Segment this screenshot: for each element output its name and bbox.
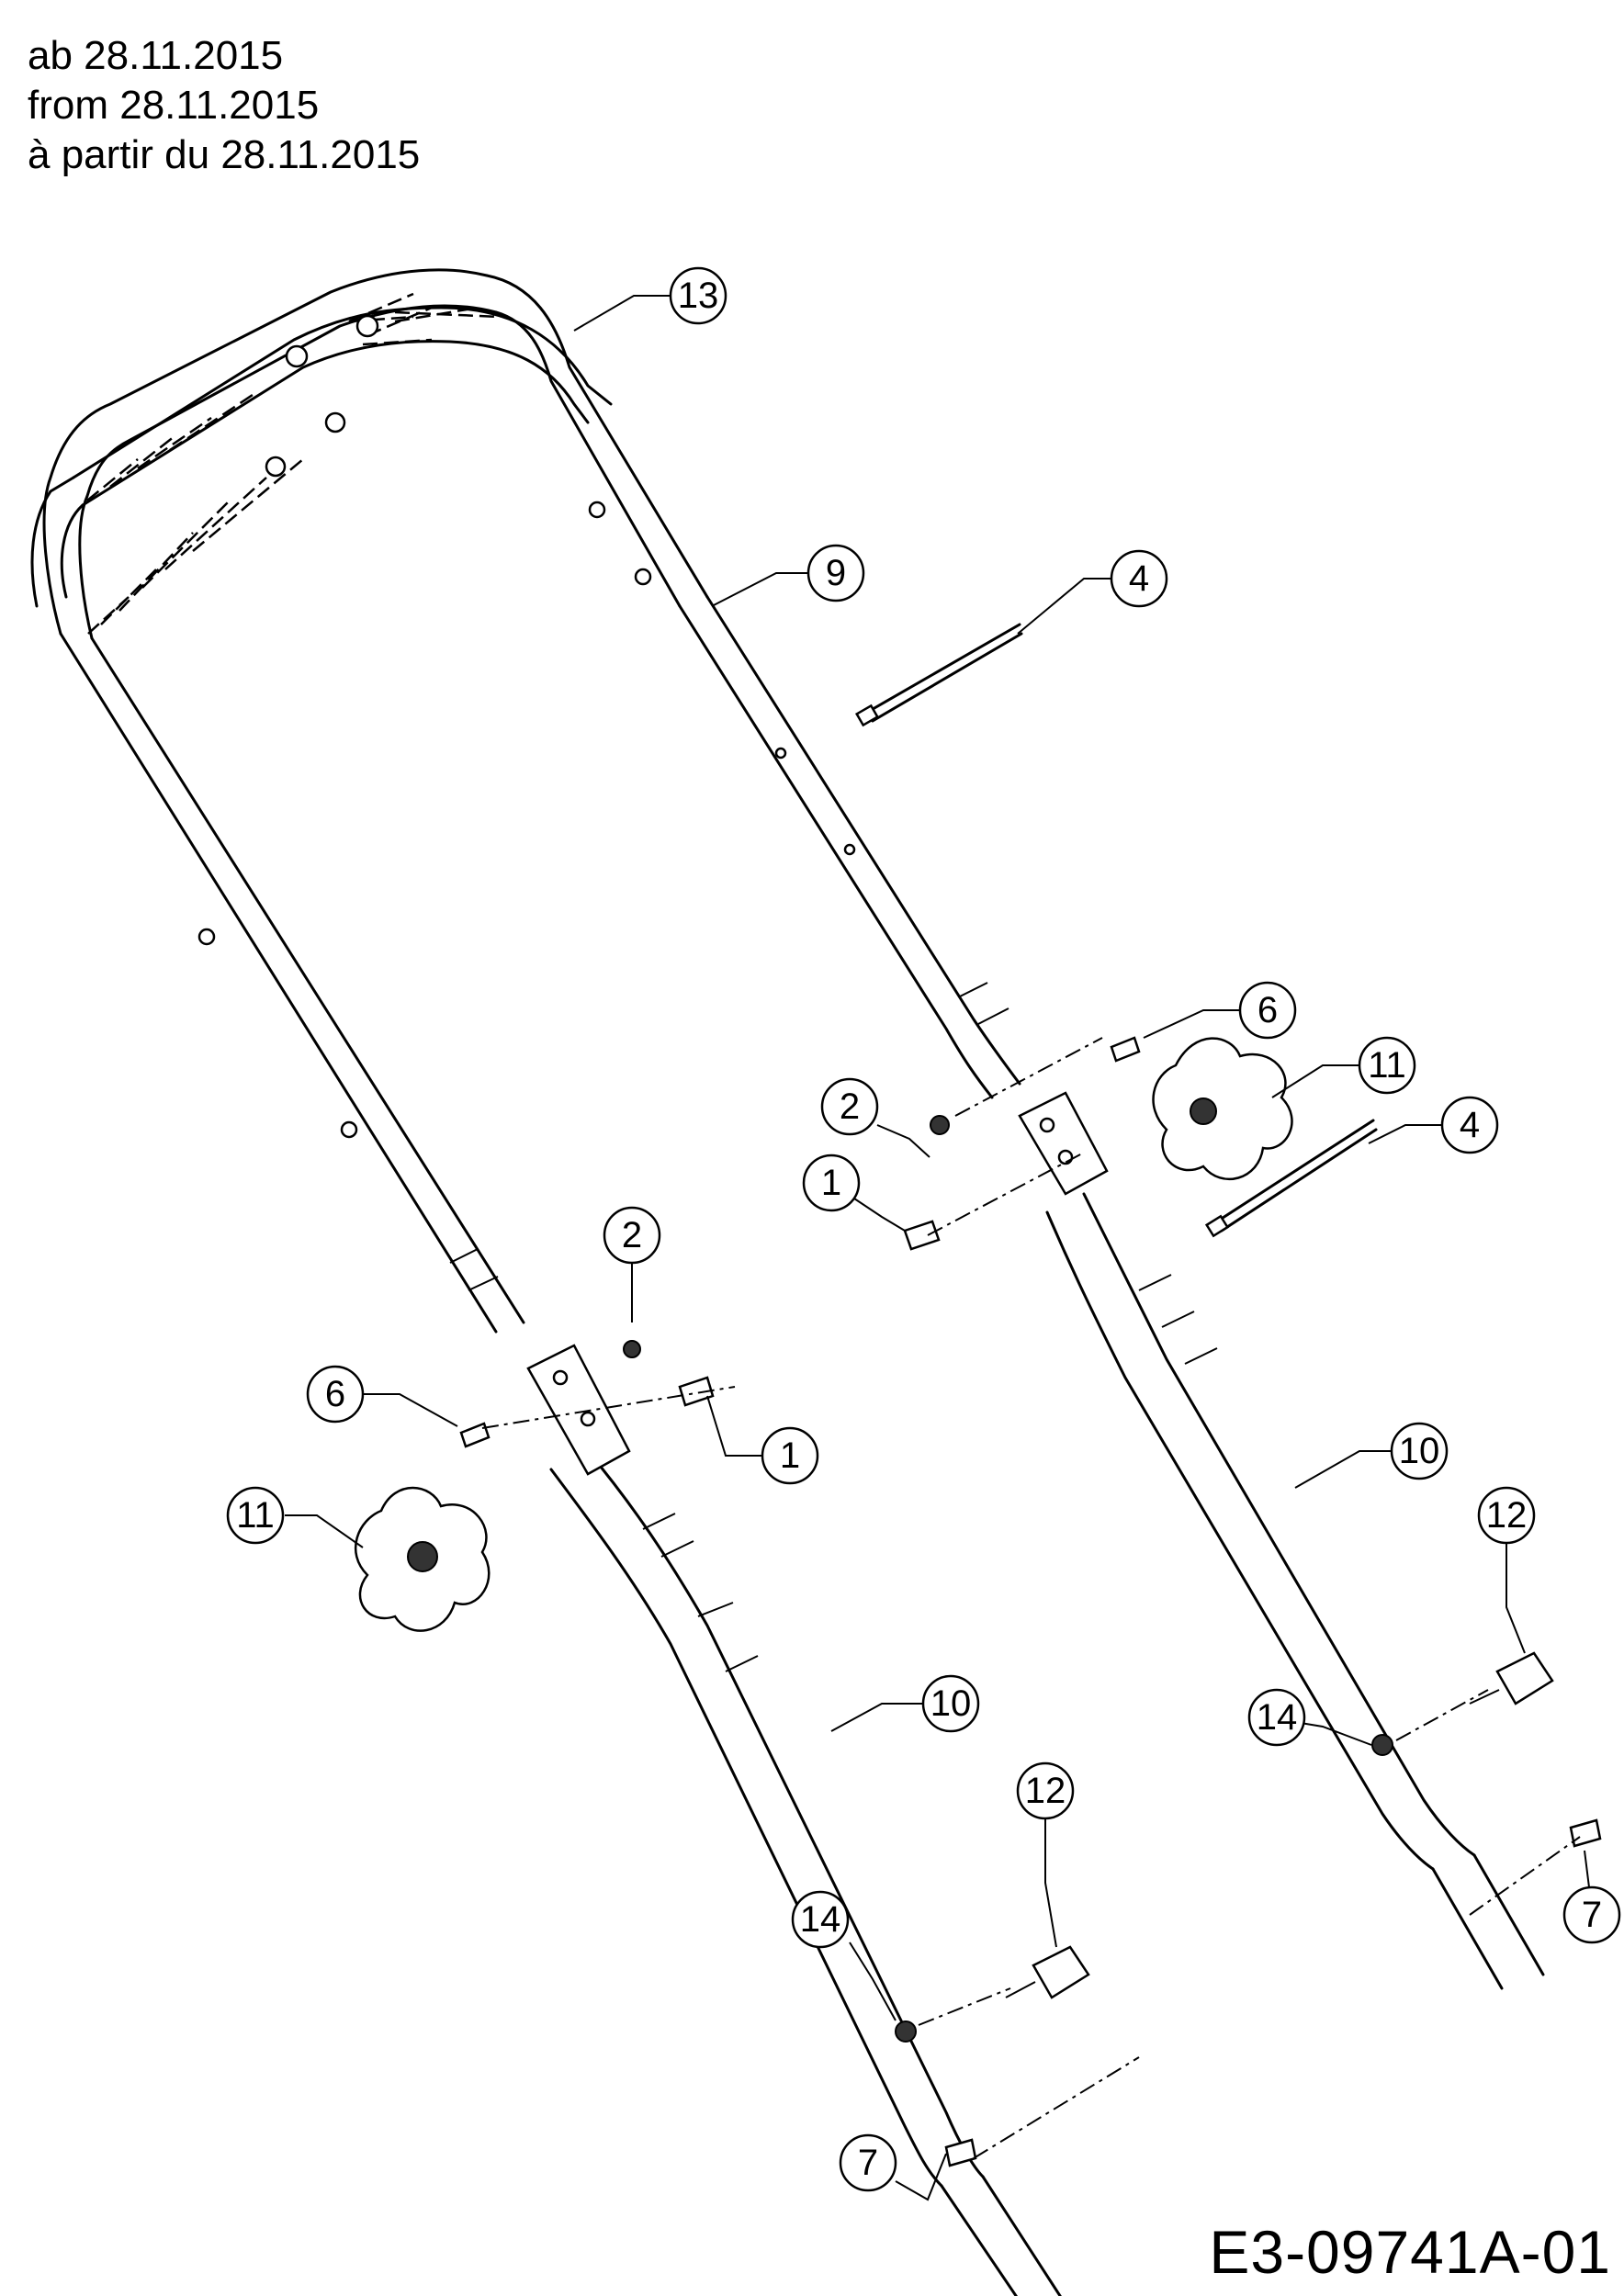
center-line-left-low <box>918 1987 1011 2026</box>
lower-tube-right <box>1045 1192 1545 1990</box>
callout-11-upper: 11 <box>1358 1036 1416 1095</box>
svg-text:2: 2 <box>622 1215 642 1255</box>
cable-tie-lower <box>1204 1119 1378 1238</box>
bolt-right <box>903 1220 941 1251</box>
bolt-lower-left <box>944 2138 977 2167</box>
hinge-bracket-left <box>526 1344 631 1476</box>
leader-lines <box>285 295 1590 2201</box>
center-line-upper-2 <box>927 1152 1085 1236</box>
quick-release-left <box>1005 1945 1090 1999</box>
hinge-bracket-right <box>1018 1091 1109 1196</box>
revision-note-fr: à partir du 28.11.2015 <box>28 132 421 177</box>
quick-release-right <box>1469 1651 1554 1705</box>
svg-text:12: 12 <box>1025 1771 1066 1811</box>
lock-nut-right <box>930 1115 950 1135</box>
callout-6-upper: 6 <box>1238 981 1297 1040</box>
star-knob-left <box>354 1486 491 1632</box>
callout-1-lower: 1 <box>761 1426 819 1485</box>
svg-text:14: 14 <box>800 1899 841 1940</box>
svg-text:11: 11 <box>236 1495 275 1536</box>
callout-7-right: 7 <box>1562 1885 1621 1944</box>
callout-2-upper: 2 <box>820 1077 879 1136</box>
svg-text:6: 6 <box>1257 990 1278 1030</box>
center-line-right-low <box>1395 1689 1489 1741</box>
svg-text:7: 7 <box>1582 1895 1602 1935</box>
star-knob-right <box>1152 1037 1293 1181</box>
callout-4-lower: 4 <box>1440 1096 1499 1154</box>
document-code: E3-09741A-01 <box>1209 2218 1611 2286</box>
cable-tie-upper <box>854 623 1023 727</box>
spacer-left <box>895 2020 917 2043</box>
svg-text:1: 1 <box>821 1163 841 1203</box>
center-line-right-bottom <box>1469 1836 1581 1916</box>
svg-text:6: 6 <box>325 1374 345 1414</box>
callout-14-left: 14 <box>791 1890 850 1949</box>
screw-right <box>1110 1036 1141 1063</box>
callout-4-upper: 4 <box>1110 549 1168 608</box>
callout-2-lower: 2 <box>603 1206 661 1265</box>
svg-text:1: 1 <box>780 1435 800 1476</box>
callout-6-lower: 6 <box>306 1365 365 1424</box>
handle-extension <box>30 306 613 608</box>
callout-11-lower: 11 <box>226 1486 285 1545</box>
svg-text:2: 2 <box>840 1086 860 1127</box>
revision-note-en: from 28.11.2015 <box>28 83 320 128</box>
svg-text:4: 4 <box>1129 558 1149 599</box>
callout-12-left: 12 <box>1016 1761 1075 1820</box>
svg-text:4: 4 <box>1460 1105 1480 1145</box>
bolt-left <box>678 1376 715 1407</box>
center-line-left <box>481 1386 736 1429</box>
svg-text:13: 13 <box>678 276 719 316</box>
callout-13: 13 <box>669 266 727 325</box>
upper-handle <box>42 268 1021 1334</box>
callout-9: 9 <box>806 544 865 602</box>
bolt-lower-right <box>1569 1818 1602 1848</box>
callout-1-upper: 1 <box>802 1154 861 1212</box>
callout-14-right: 14 <box>1247 1688 1306 1747</box>
svg-text:11: 11 <box>1368 1045 1406 1086</box>
callout-12-right: 12 <box>1477 1486 1536 1545</box>
center-line-left-bottom <box>973 2056 1140 2159</box>
callout-10-left: 10 <box>921 1674 980 1733</box>
screw-left <box>459 1422 491 1448</box>
svg-text:10: 10 <box>1399 1431 1440 1471</box>
svg-text:12: 12 <box>1486 1495 1528 1536</box>
callout-10-right: 10 <box>1390 1422 1449 1480</box>
lock-nut-left <box>623 1340 641 1358</box>
svg-text:10: 10 <box>930 1683 972 1724</box>
callout-7-left: 7 <box>839 2133 897 2192</box>
svg-text:14: 14 <box>1257 1697 1298 1738</box>
revision-note: ab 28.11.2015 from 28.11.2015 à partir d… <box>28 31 671 180</box>
svg-text:7: 7 <box>858 2143 878 2183</box>
revision-note-de: ab 28.11.2015 <box>28 33 284 78</box>
center-line-upper <box>954 1037 1103 1117</box>
lower-tube-left <box>549 1449 1062 2296</box>
spacer-right <box>1371 1734 1393 1756</box>
svg-text:9: 9 <box>826 553 846 593</box>
